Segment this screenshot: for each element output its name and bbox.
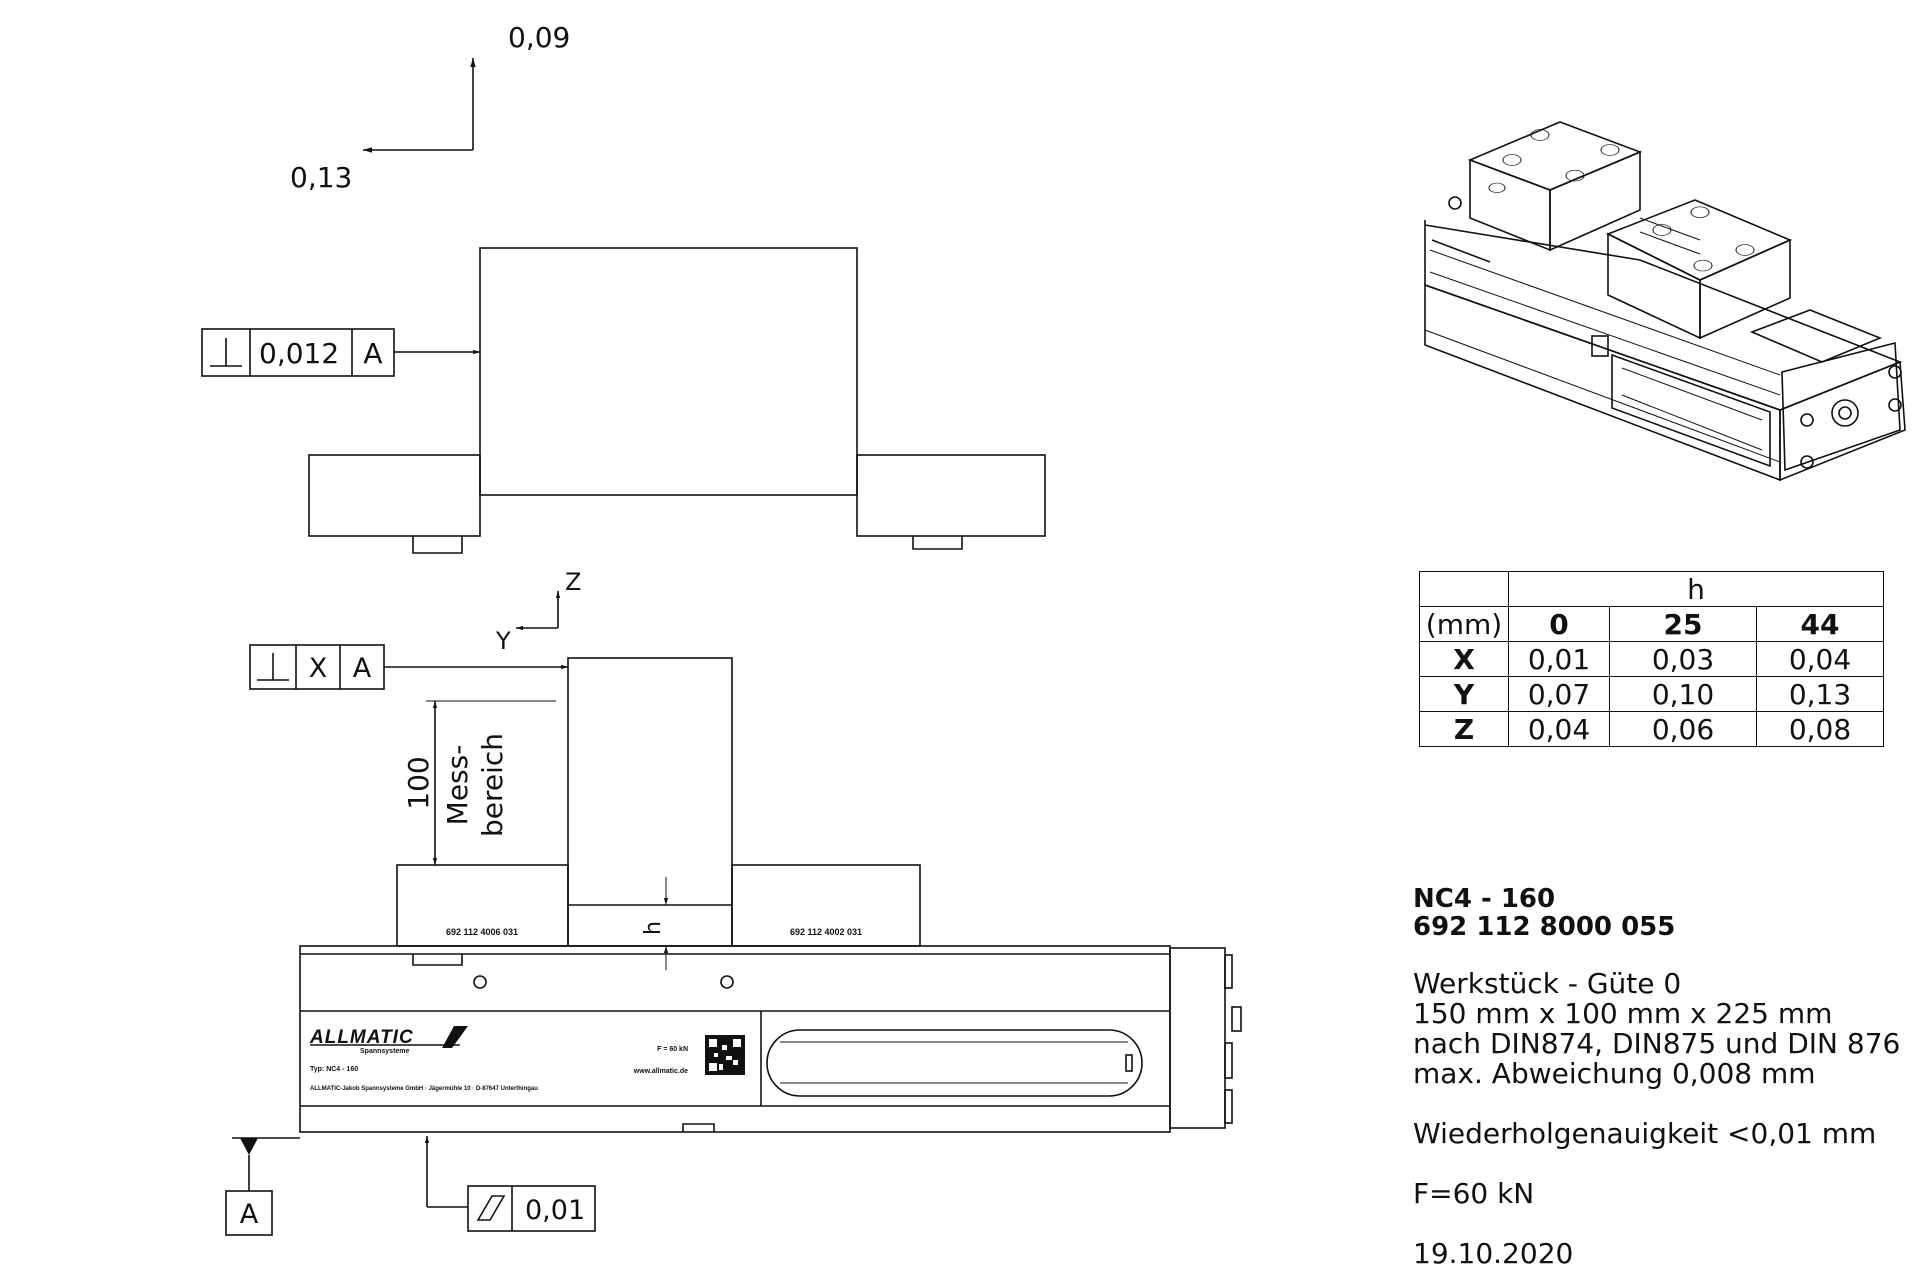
plate-sub: Spannsysteme xyxy=(360,1048,410,1055)
repeatability-line: Wiederholgenauigkeit <0,01 mm xyxy=(1413,1117,1877,1150)
vise-body xyxy=(299,945,1242,1133)
table-cell: 0,06 xyxy=(1609,711,1757,747)
table-cell: 0,04 xyxy=(1508,711,1610,747)
plate-type: Typ: NC4 - 160 xyxy=(310,1066,358,1073)
column-header: 0 xyxy=(1508,606,1610,642)
top-left-jaw xyxy=(308,454,481,537)
top-left-key xyxy=(412,536,463,554)
h-dimension: h xyxy=(641,877,669,970)
dim-value: 100 xyxy=(402,756,435,809)
isometric-vise-view xyxy=(1424,121,1906,482)
top-right-key xyxy=(912,536,963,550)
table-row: Y 0,07 0,10 0,13 xyxy=(1419,676,1884,712)
fcf-front-value: X xyxy=(309,653,328,684)
table-cell: 0,01 xyxy=(1508,641,1610,677)
row-axis: X xyxy=(1419,641,1509,677)
plate-address: ALLMATIC-Jakob Spannsysteme GmbH · Jäger… xyxy=(310,1086,538,1092)
table-column-row: (mm) 0 25 44 xyxy=(1419,606,1884,642)
deviation-arrows: 0,09 0,13 xyxy=(290,21,570,194)
table-cell: 0,08 xyxy=(1756,711,1884,747)
table-cell: 0,04 xyxy=(1756,641,1884,677)
spec-line: Werkstück - Güte 0 xyxy=(1413,967,1682,1000)
table-header-row: h xyxy=(1419,571,1884,607)
fcf-perpendicularity-front: X A xyxy=(249,644,568,690)
top-workpiece xyxy=(479,247,858,496)
spec-line: 150 mm x 100 mm x 225 mm xyxy=(1413,997,1833,1030)
spec-line: nach DIN874, DIN875 und DIN 876 xyxy=(1413,1027,1901,1060)
top-right-jaw xyxy=(856,454,1046,537)
fcf-front-datum: A xyxy=(353,653,372,684)
qr-code-icon xyxy=(705,1035,745,1075)
top-view: 0,012 A xyxy=(201,247,1046,554)
table-cell: 0,07 xyxy=(1508,676,1610,712)
dim-label-1: Mess- xyxy=(441,745,474,826)
arrow-vertical-value: 0,09 xyxy=(508,21,570,54)
force-line: F=60 kN xyxy=(1413,1177,1535,1210)
flatness-value: 0,01 xyxy=(525,1195,585,1226)
table-cell: 0,10 xyxy=(1609,676,1757,712)
table-cell: 0,13 xyxy=(1756,676,1884,712)
unit-cell: (mm) xyxy=(1419,606,1509,642)
front-view: Z Y X A h 100 Mess- bereich xyxy=(225,568,1242,1236)
dim-label-2: bereich xyxy=(476,733,509,837)
row-axis: Z xyxy=(1419,711,1509,747)
name-plate: ALLMATIC Spannsysteme Typ: NC4 - 160 F =… xyxy=(309,1026,745,1092)
table-row: Z 0,04 0,06 0,08 xyxy=(1419,711,1884,747)
axis-indicator: Z Y xyxy=(495,568,581,655)
fcf-flatness: 0,01 xyxy=(424,1136,596,1232)
plate-brand: ALLMATIC xyxy=(309,1027,414,1048)
plate-force: F = 60 kN xyxy=(657,1046,688,1053)
axis-z-label: Z xyxy=(565,568,581,596)
column-header: 44 xyxy=(1756,606,1884,642)
fcf-top-datum: A xyxy=(363,337,382,370)
measurement-range-dimension: 100 Mess- bereich xyxy=(402,700,556,865)
fcf-top-value: 0,012 xyxy=(259,337,339,370)
jaw-left-serial: 692 112 4006 031 xyxy=(446,927,518,937)
arrow-horizontal-value: 0,13 xyxy=(290,161,352,194)
brand-logo-icon xyxy=(442,1026,468,1048)
tolerance-table: h (mm) 0 25 44 X 0,01 0,03 0,04 Y 0,07 0… xyxy=(1419,571,1884,747)
axis-y-label: Y xyxy=(495,627,511,655)
flatness-symbol-icon xyxy=(476,1195,506,1221)
table-row: X 0,01 0,03 0,04 xyxy=(1419,641,1884,677)
row-axis: Y xyxy=(1419,676,1509,712)
front-workpiece xyxy=(567,657,733,947)
table-cell: 0,03 xyxy=(1609,641,1757,677)
date-line: 19.10.2020 xyxy=(1413,1237,1574,1270)
spec-block: NC4 - 160 692 112 8000 055 Werkstück - G… xyxy=(1413,885,1900,1269)
product-title: NC4 - 160 xyxy=(1413,884,1556,914)
jaw-right-serial: 692 112 4002 031 xyxy=(790,927,862,937)
plate-web: www.allmatic.de xyxy=(633,1068,688,1075)
h-label: h xyxy=(641,921,666,935)
product-number: 692 112 8000 055 xyxy=(1413,912,1676,942)
spec-line: max. Abweichung 0,008 mm xyxy=(1413,1057,1816,1090)
header-group: h xyxy=(1508,571,1884,607)
fcf-perpendicularity-top: 0,012 A xyxy=(201,328,480,377)
datum-feature-a: A xyxy=(225,1137,300,1236)
column-header: 25 xyxy=(1609,606,1757,642)
datum-label: A xyxy=(240,1199,259,1230)
